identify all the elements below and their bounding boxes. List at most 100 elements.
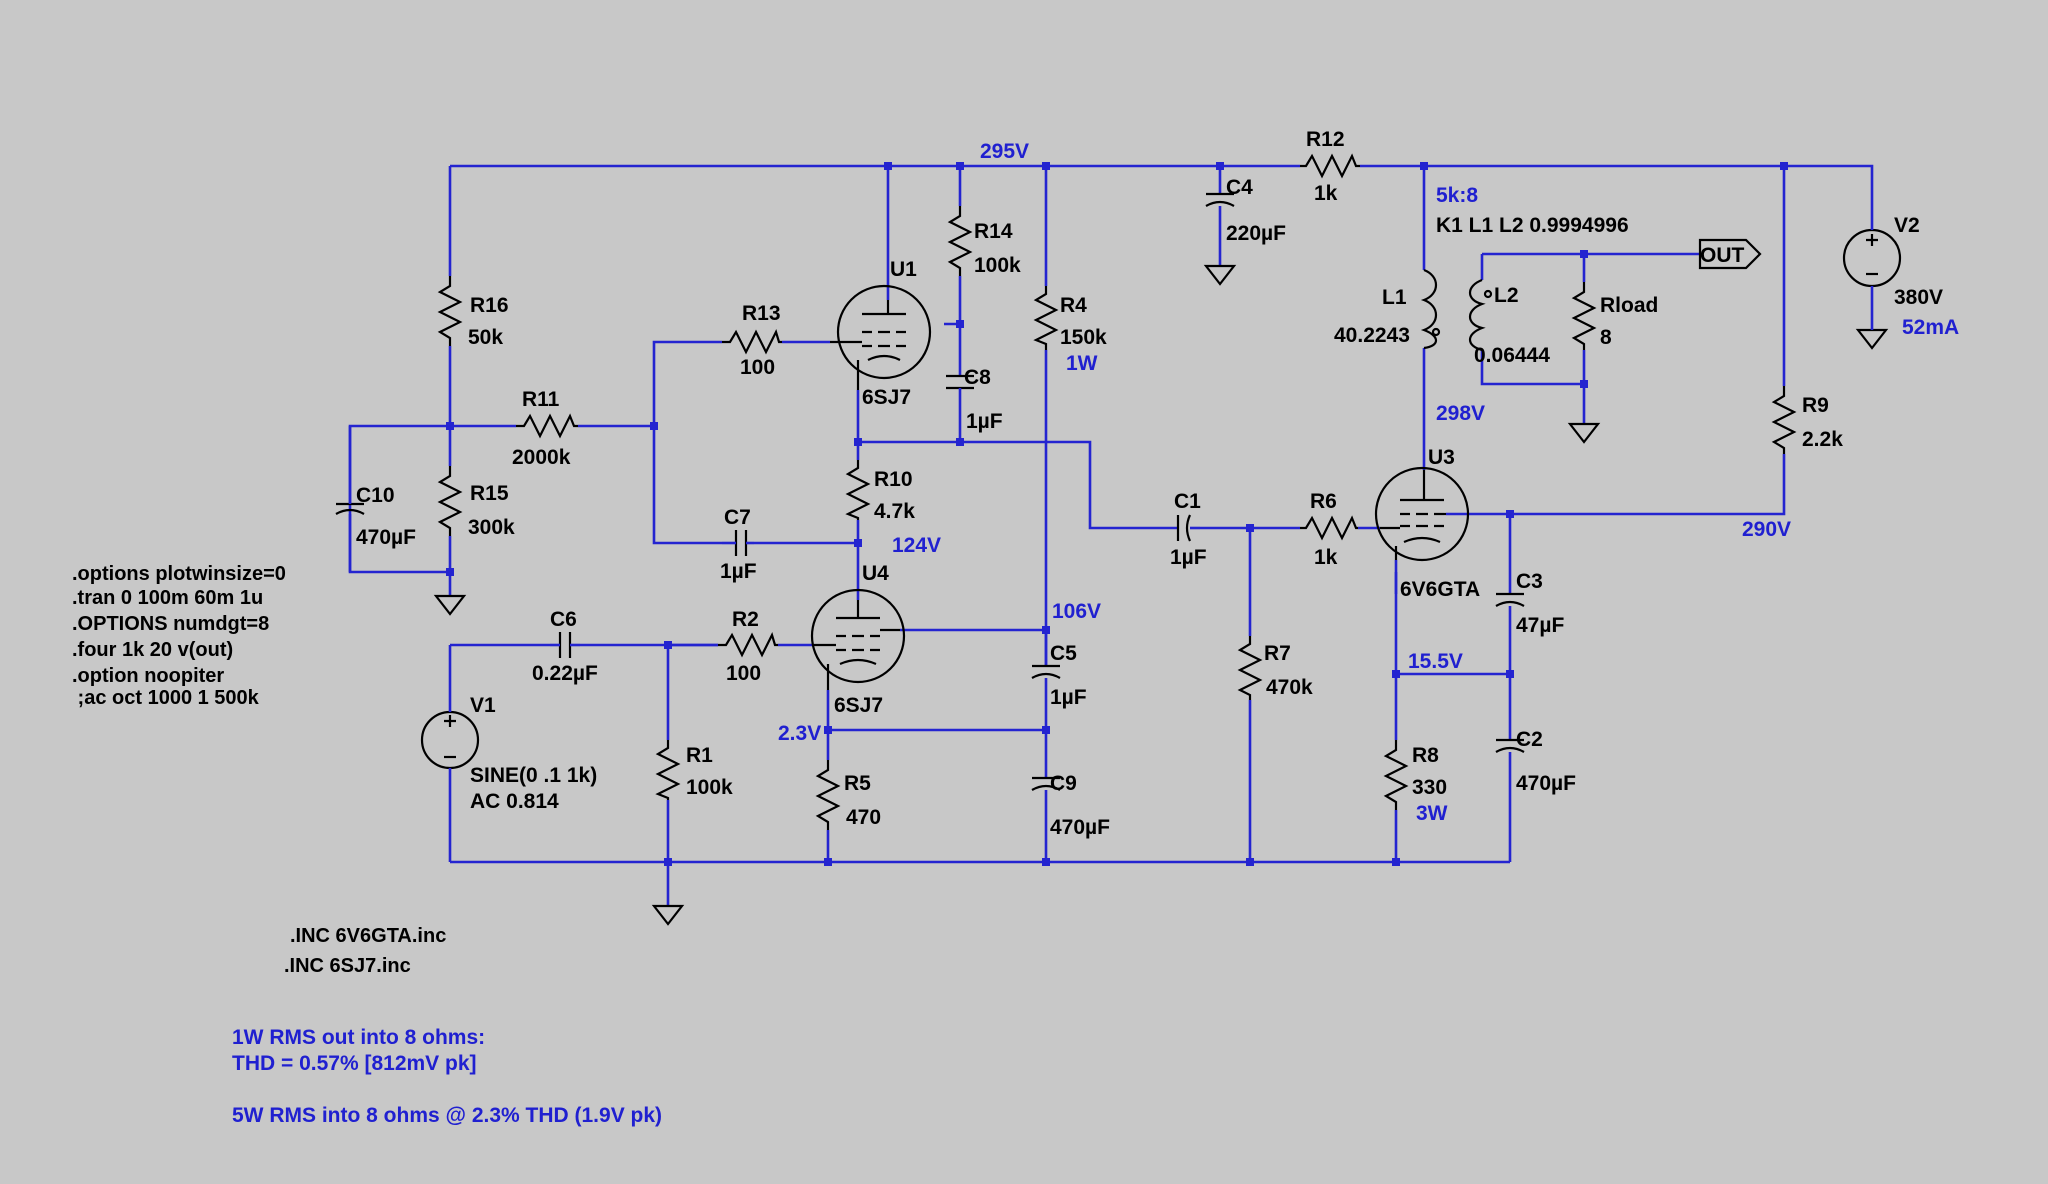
ground-icon [1567,422,1601,444]
r5-symbol [815,760,841,830]
components-r13-name-label: R13 [742,302,781,325]
components-r14-name-label: R14 [974,220,1013,243]
r12-symbol [1300,153,1360,179]
components-r13-value-label: 100 [740,356,775,379]
include-directives: .INC 6V6GTA.inc .INC 6SJ7.inc [284,925,446,977]
components-l2-name-label: L2 [1494,284,1519,307]
components-r8-rating-label: 3W [1416,802,1448,825]
components-r11-value-label: 2000k [512,446,571,469]
components-r4-rating-label: 1W [1066,352,1098,375]
notes-2-label: 5W RMS into 8 ohms @ 2.3% THD (1.9V pk) [232,1104,662,1127]
c3-symbol [1495,592,1525,612]
components-u4-name-label: U4 [862,562,889,585]
r11-symbol [516,413,578,439]
components-c2-name-label: C2 [1516,728,1543,751]
v2-source-icon [1842,220,1902,330]
rload-symbol [1571,282,1597,350]
r15-symbol [437,466,463,536]
c4-symbol [1205,192,1235,222]
wires [348,164,1874,906]
component-labels: R16 50k R15 300k R11 2000k C10 470µF R13… [356,128,1943,839]
components-r16-name-label: R16 [470,294,509,317]
components-u1-name-label: U1 [890,258,917,281]
components-r10-value-label: 4.7k [874,500,915,523]
r4-symbol [1033,286,1059,350]
components-c1-name-label: C1 [1174,490,1201,513]
coupling-directive: K1 L1 L2 0.9994996 [1436,214,1629,237]
components-c3-value-label: 47µF [1516,614,1564,637]
r6-symbol [1300,515,1358,541]
transformer-labels: 5k:8 K1 L1 L2 0.9994996 [1436,184,1629,237]
components-r15-value-label: 300k [468,516,515,539]
components-c9-name-label: C9 [1050,772,1077,795]
components-r7-value-label: 470k [1266,676,1313,699]
components-r1-value-label: 100k [686,776,733,799]
components-c6-name-label: C6 [550,608,577,631]
components-r6-name-label: R6 [1310,490,1337,513]
components-l2-value-label: 0.06444 [1474,344,1550,367]
node-2-3v: 2.3V [778,722,821,745]
out-label-text: OUT [1700,244,1745,267]
r9-symbol [1771,386,1797,454]
components-c7-value-label: 1µF [720,560,757,583]
components-u1-value-label: 6SJ7 [862,386,911,409]
components-c7-name-label: C7 [724,506,751,529]
directives-5-label: ;ac oct 1000 1 500k [72,687,260,709]
components-v1-value-label: SINE(0 .1 1k) [470,764,597,787]
components-c10-name-label: C10 [356,484,395,507]
transformer-ratio: 5k:8 [1436,184,1478,207]
r10-symbol [845,460,871,520]
capacitor-symbols [335,192,1525,798]
resistor-symbols [437,153,1797,830]
components-v1-name-label: V1 [470,694,496,717]
r13-symbol [722,329,782,355]
r7-symbol [1237,636,1263,700]
components-r5-value-label: 470 [846,806,881,829]
components-c10-value-label: 470µF [356,526,416,549]
notes-1-label: THD = 0.57% [812mV pk] [232,1052,477,1075]
r16-symbol [437,276,463,346]
voltage-sources [420,220,1902,772]
directives-0-label: .options plotwinsize=0 [72,563,286,585]
r14-symbol [947,206,973,276]
out-port-label: OUT [1698,238,1762,270]
c8-symbol [946,374,974,398]
node-124v: 124V [892,534,941,557]
components-u4-value-label: 6SJ7 [834,694,883,717]
node-106v: 106V [1052,600,1101,623]
components-c6-value-label: 0.22µF [532,662,598,685]
components-r8-value-label: 330 [1412,776,1447,799]
components-l1-name-label: L1 [1382,286,1407,309]
tube-u4-icon [810,588,906,690]
components-c5-value-label: 1µF [1050,686,1087,709]
components-r12-name-label: R12 [1306,128,1345,151]
components-c4-value-label: 220µF [1226,222,1286,245]
node-298v: 298V [1436,402,1485,425]
c10-symbol [335,426,365,572]
r1-symbol [655,740,681,800]
node-295v: 295V [980,140,1029,163]
components-r16-value-label: 50k [468,326,503,349]
c6-symbol [550,632,580,658]
components-r12-value-label: 1k [1314,182,1338,205]
directives-1-label: .tran 0 100m 60m 1u [72,587,263,609]
result-notes: 1W RMS out into 8 ohms: THD = 0.57% [812… [232,1026,662,1127]
spice-directives: .options plotwinsize=0 .tran 0 100m 60m … [72,563,286,709]
node-15-5v: 15.5V [1408,650,1463,673]
components-rload-value-label: 8 [1600,326,1612,349]
components-c2-value-label: 470µF [1516,772,1576,795]
components-v2-name-label: V2 [1894,214,1920,237]
components-v2-value-label: 380V [1894,286,1943,309]
c9-symbol [1031,776,1061,798]
v1-source-icon [420,708,480,772]
components-rload-name-label: Rload [1600,294,1658,317]
components-r4-name-label: R4 [1060,294,1087,317]
node-voltage-labels: 295V 124V 106V 2.3V 298V 290V 15.5V 52mA [778,140,1959,745]
includes-0-label: .INC 6V6GTA.inc [290,925,446,947]
ground-icon [651,904,685,926]
ground-icon [433,594,467,616]
components-c1-value-label: 1µF [1170,546,1207,569]
components-r9-name-label: R9 [1802,394,1829,417]
